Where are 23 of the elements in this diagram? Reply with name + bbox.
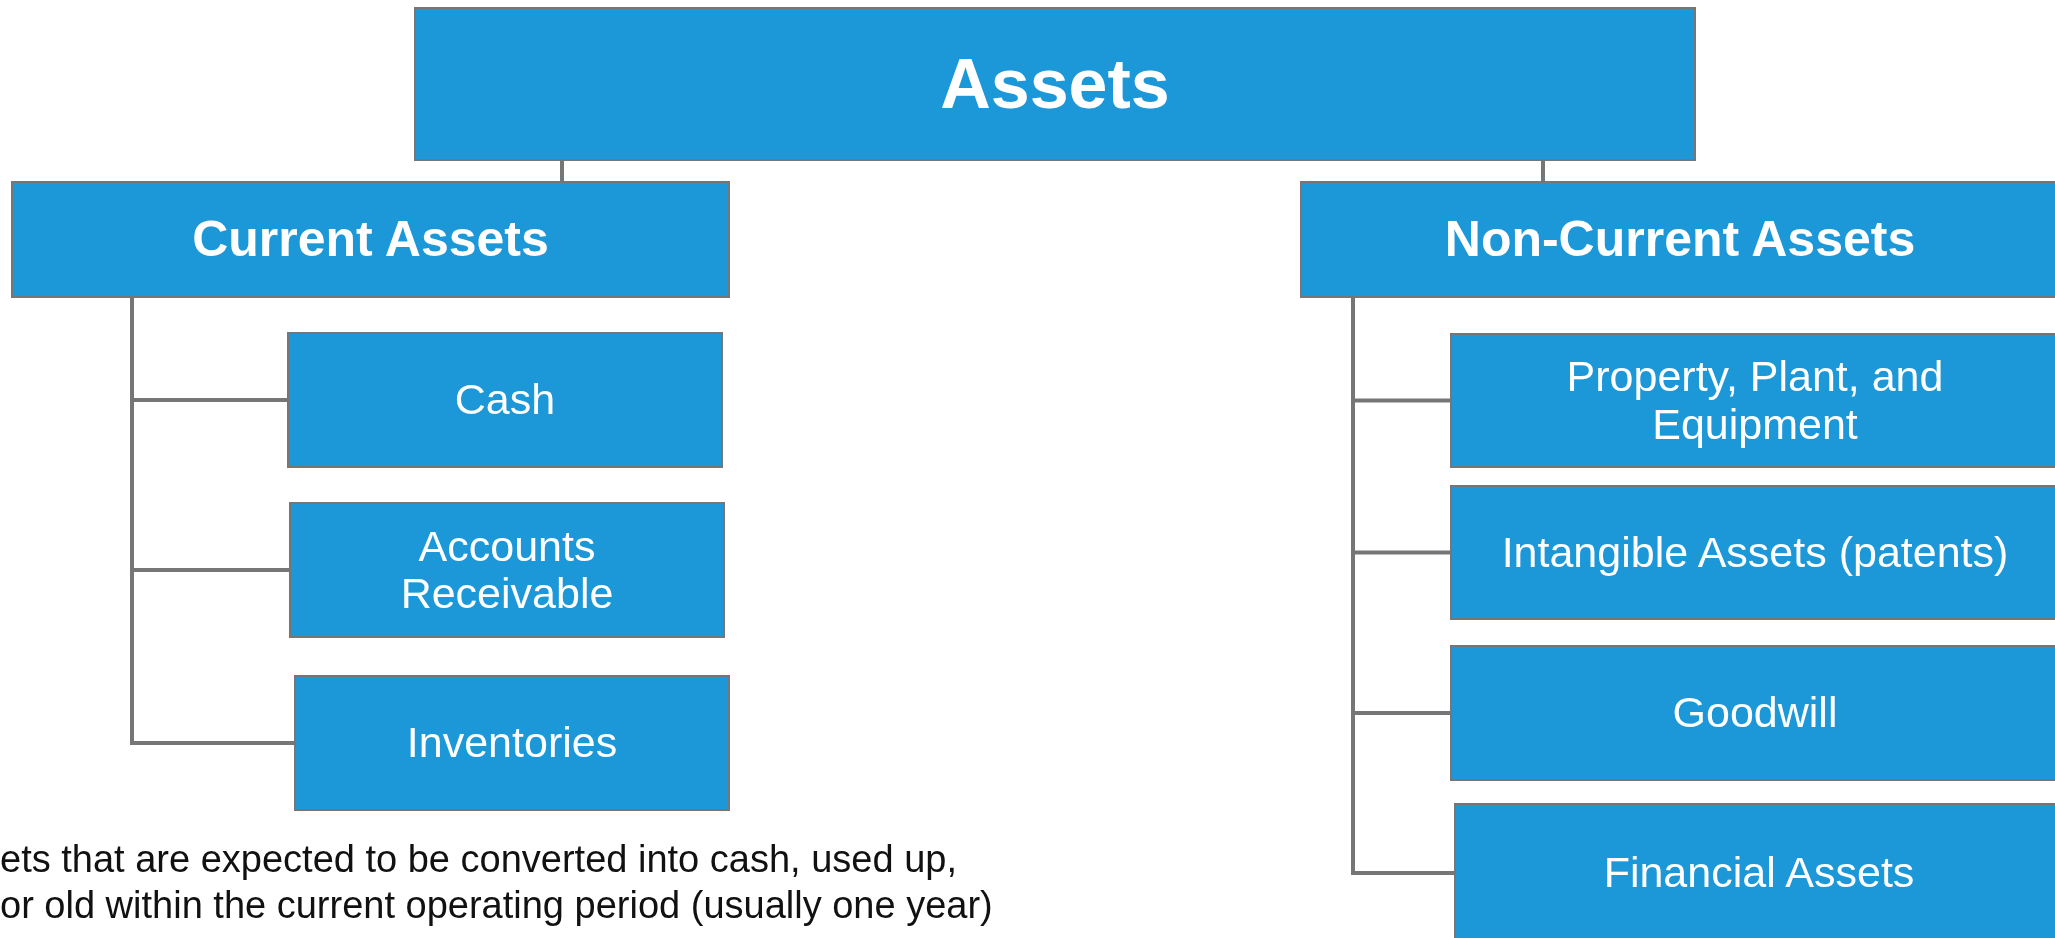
note-text: ets that are expected to be converted into cash, used up, or old within the current operating period (usually one year) bbox=[0, 837, 994, 928]
connector-line bbox=[1541, 161, 1545, 181]
item-box bbox=[289, 502, 725, 638]
node-text: Assets bbox=[939, 45, 1171, 123]
item-box bbox=[1450, 645, 2055, 781]
category-box bbox=[1300, 181, 2055, 298]
title-box bbox=[414, 7, 1696, 161]
category-box bbox=[11, 181, 730, 298]
node-text: Cash bbox=[453, 376, 557, 424]
node-text: Inventories bbox=[405, 719, 619, 767]
node-text: Property, Plant, and Equipment bbox=[1565, 353, 1945, 448]
node-text: Intangible Assets (patents) bbox=[1500, 528, 2010, 577]
item-box bbox=[287, 332, 723, 468]
item-box bbox=[1454, 803, 2055, 938]
node-text: Goodwill bbox=[1671, 689, 1839, 737]
node-text: Non-Current Assets bbox=[1443, 212, 1917, 267]
item-box bbox=[294, 675, 730, 811]
node-text: Accounts Receivable bbox=[399, 522, 615, 618]
connector-line bbox=[560, 161, 564, 181]
item-box bbox=[1450, 485, 2055, 620]
item-box bbox=[1450, 333, 2055, 468]
node-text: Financial Assets bbox=[1602, 849, 1916, 897]
node-text: Current Assets bbox=[191, 212, 550, 267]
